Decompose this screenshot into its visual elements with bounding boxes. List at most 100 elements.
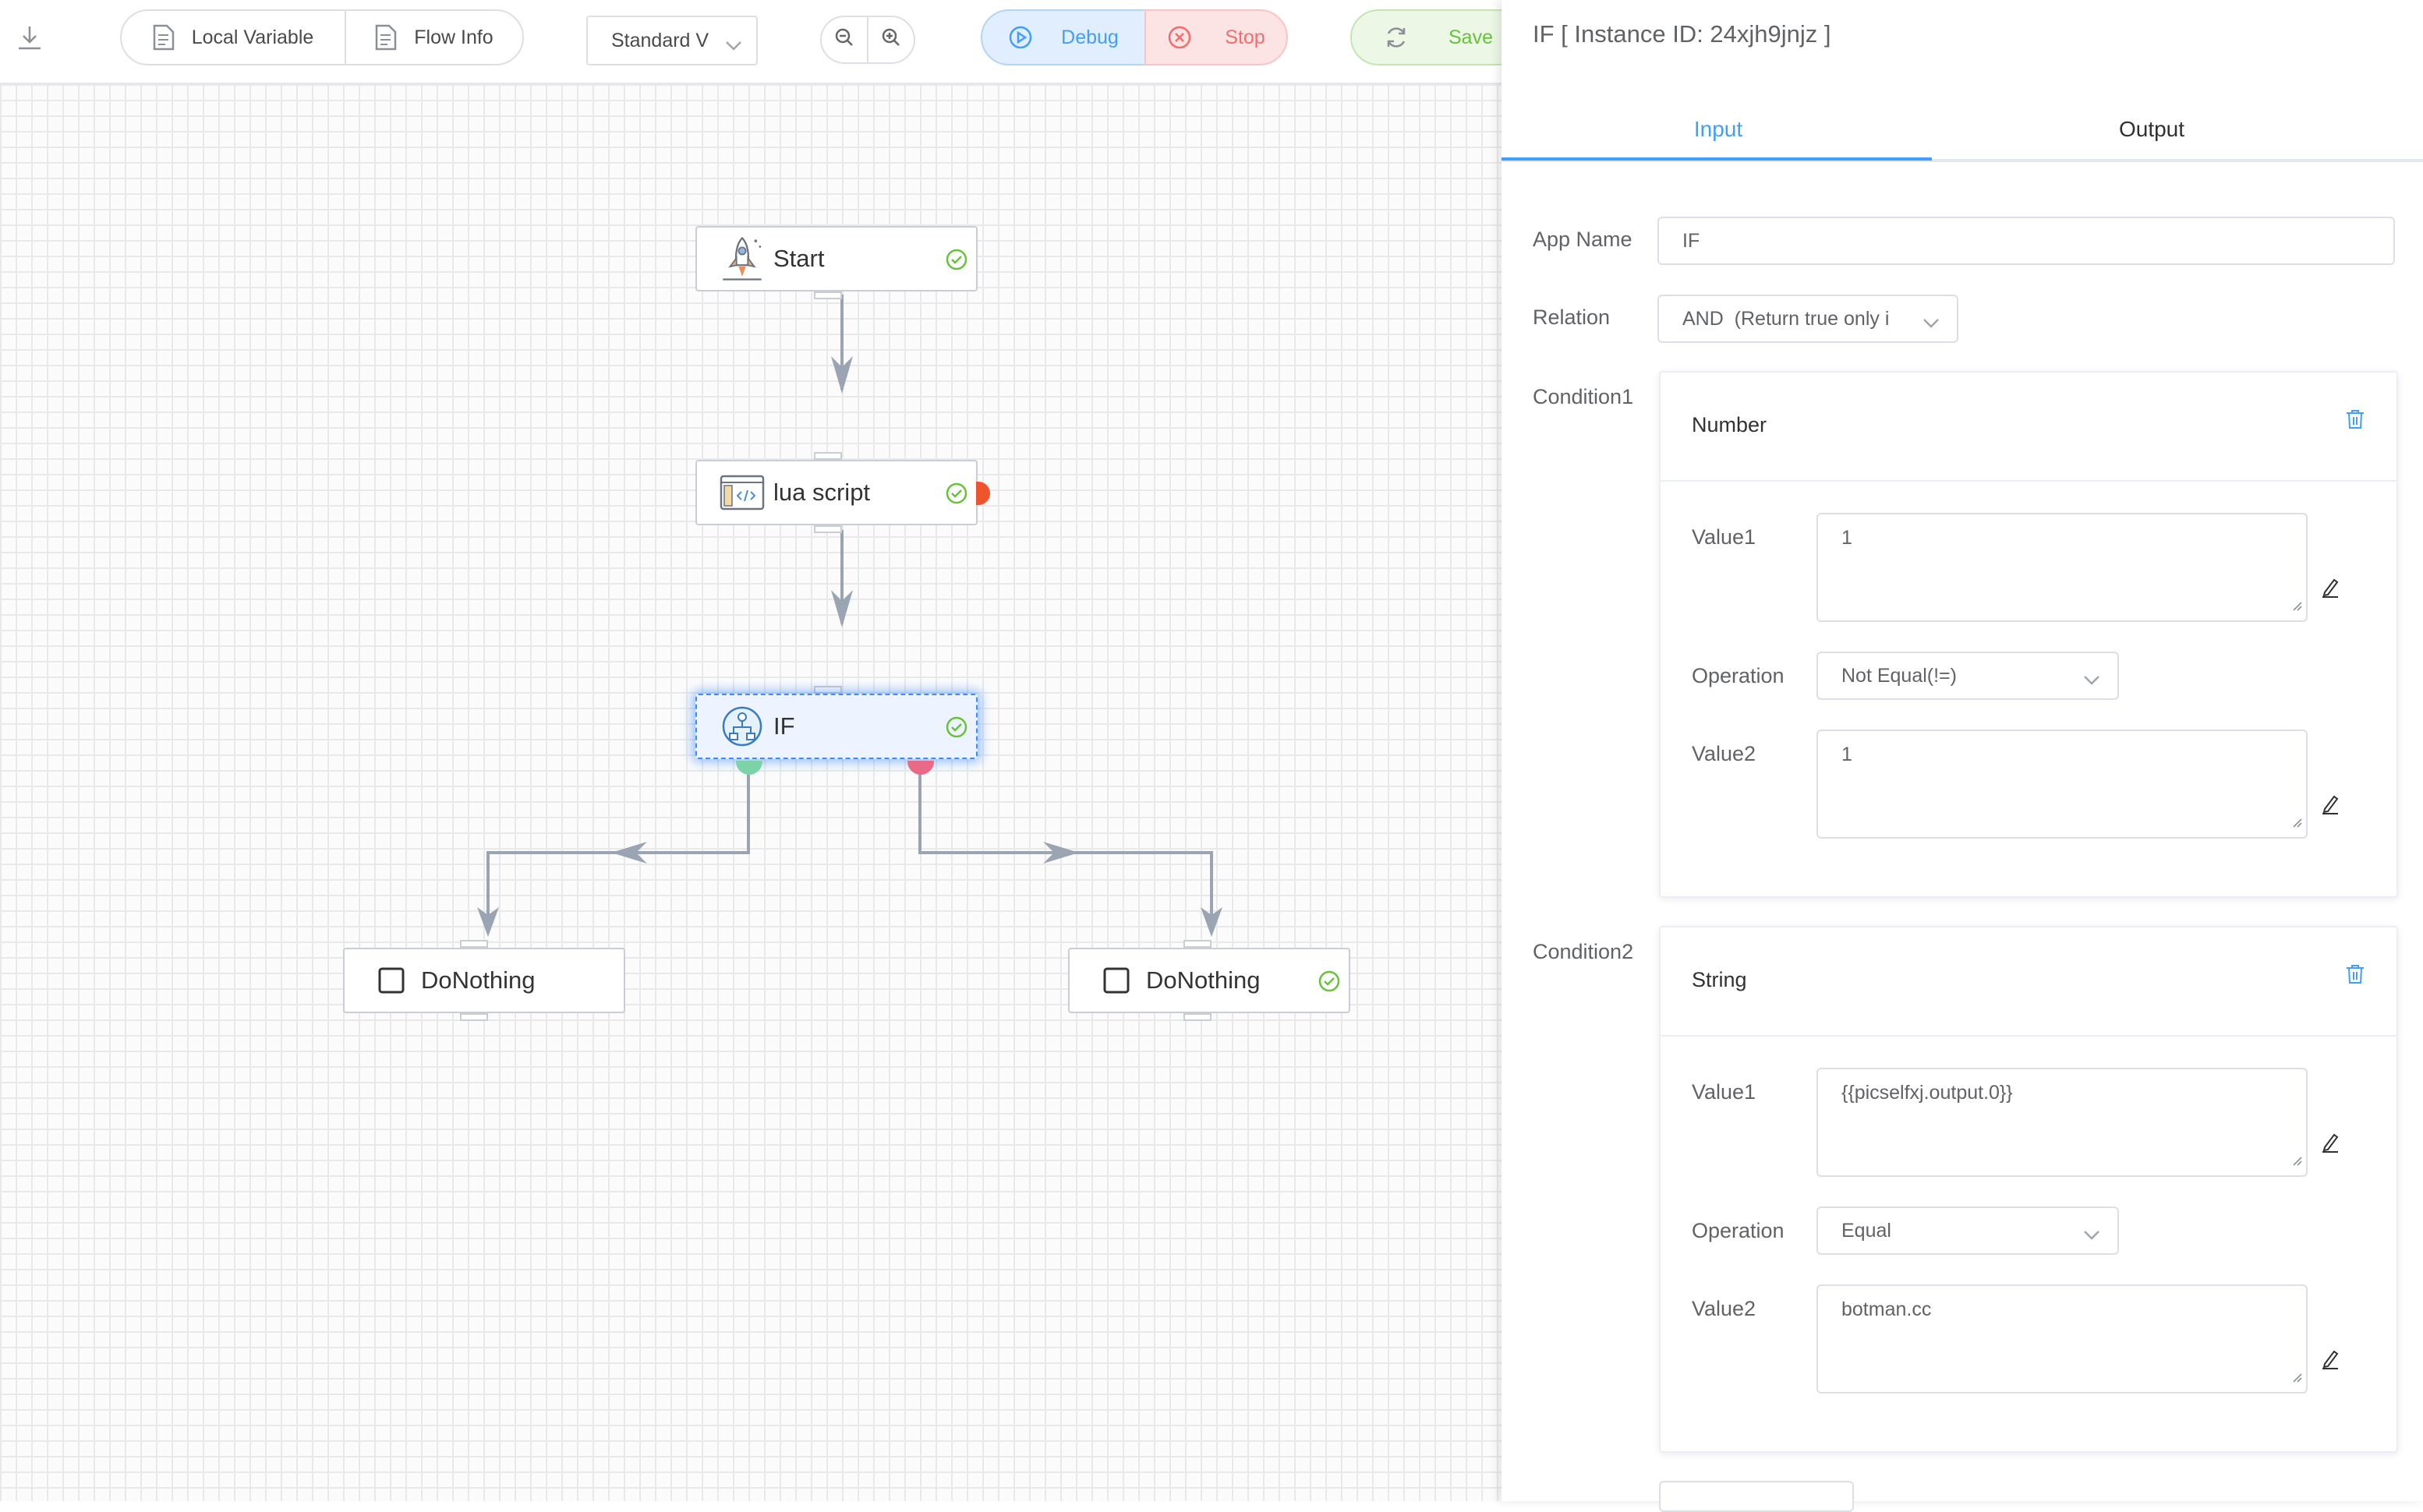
resize-grip-icon[interactable] — [2290, 1150, 2303, 1172]
local-variable-button[interactable]: Local Variable — [120, 9, 346, 65]
debug-button[interactable]: Debug — [981, 9, 1146, 65]
condition2-card: String Value1 {{picselfxj.output.0}} Ope… — [1659, 926, 2398, 1453]
donothing-left-port-out[interactable] — [460, 1013, 488, 1021]
node-if[interactable]: IF — [695, 694, 978, 759]
condition1-value2-text: 1 — [1841, 744, 1852, 765]
flow-canvas[interactable] — [0, 84, 1502, 1501]
condition1-label: Condition1 — [1533, 385, 1634, 408]
condition1-value2-input[interactable]: 1 — [1816, 730, 2308, 839]
node-donothing-right-label: DoNothing — [1146, 966, 1261, 994]
relation-label: Relation — [1533, 306, 1611, 329]
tab-active-indicator — [1502, 157, 1932, 161]
lua-port-out[interactable] — [814, 525, 842, 533]
donothing-right-port-out[interactable] — [1183, 1013, 1212, 1021]
tab-output[interactable]: Output — [2118, 117, 2185, 141]
square-icon — [376, 966, 407, 994]
condition1-value1-input[interactable]: 1 — [1816, 513, 2308, 622]
if-port-in[interactable] — [814, 686, 842, 694]
app-name-input[interactable]: IF — [1657, 217, 2395, 265]
edit-icon[interactable] — [2320, 1348, 2340, 1374]
tab-bar-line — [1502, 159, 2423, 162]
check-circle-icon — [945, 482, 968, 511]
condition2-value1-label: Value1 — [1692, 1080, 1756, 1104]
condition2-value2-label: Value2 — [1692, 1297, 1756, 1320]
chevron-down-icon — [2083, 669, 2100, 691]
condition1-operation-value: Not Equal(!=) — [1841, 664, 1957, 687]
app-name-label: App Name — [1533, 228, 1632, 251]
edit-icon[interactable] — [2320, 793, 2340, 819]
zoom-in-icon — [880, 26, 902, 54]
local-variable-label: Local Variable — [191, 26, 314, 48]
chevron-down-icon — [725, 34, 742, 57]
flow-info-label: Flow Info — [414, 26, 493, 48]
zoom-out-icon — [833, 26, 855, 54]
condition2-header: String — [1661, 927, 2396, 1037]
refresh-icon — [1383, 24, 1410, 51]
view-mode-select[interactable]: Standard V — [586, 16, 758, 65]
properties-panel: IF [ Instance ID: 24xjh9jnjz ] Input Out… — [1502, 0, 2423, 1512]
condition2-operation-label: Operation — [1692, 1219, 1785, 1242]
add-condition-button[interactable] — [1659, 1481, 1854, 1512]
condition1-value2-label: Value2 — [1692, 742, 1756, 765]
tab-input[interactable]: Input — [1693, 117, 1743, 141]
trash-icon[interactable] — [2345, 963, 2365, 989]
document-icon — [375, 24, 397, 51]
donothing-left-port-in[interactable] — [460, 940, 488, 948]
toolbar: Local Variable Flow Info Standard V Debu… — [0, 0, 1514, 84]
rocket-icon — [717, 231, 767, 286]
save-button[interactable]: Save — [1350, 9, 1514, 65]
error-port-dot[interactable] — [976, 482, 990, 505]
condition2-value2-text: botman.cc — [1841, 1298, 1932, 1320]
branch-icon — [717, 705, 767, 747]
condition1-operation-select[interactable]: Not Equal(!=) — [1816, 652, 2119, 700]
condition2-label: Condition2 — [1533, 940, 1634, 963]
flow-connectors — [477, 295, 1222, 937]
chevron-down-icon — [1922, 312, 1940, 334]
start-port-out[interactable] — [814, 291, 842, 299]
edit-icon[interactable] — [2320, 1132, 2340, 1157]
debug-label: Debug — [1061, 26, 1119, 48]
chevron-down-icon — [2083, 1224, 2100, 1246]
check-circle-icon — [945, 248, 968, 277]
check-circle-icon — [945, 715, 968, 745]
node-donothing-left[interactable]: DoNothing — [343, 948, 625, 1013]
lua-port-in[interactable] — [814, 452, 842, 460]
relation-value: AND (Return true only i — [1682, 307, 1890, 330]
relation-select[interactable]: AND (Return true only i — [1657, 295, 1958, 343]
play-circle-icon — [1008, 25, 1033, 50]
condition1-type: Number — [1692, 413, 1767, 436]
condition2-value1-input[interactable]: {{picselfxj.output.0}} — [1816, 1068, 2308, 1177]
view-mode-value: Standard V — [611, 29, 709, 51]
node-if-label: IF — [773, 712, 795, 740]
condition2-value2-input[interactable]: botman.cc — [1816, 1284, 2308, 1394]
trash-icon[interactable] — [2345, 408, 2365, 434]
node-donothing-right[interactable]: DoNothing — [1068, 948, 1350, 1013]
node-start-label: Start — [773, 245, 825, 272]
node-lua-label: lua script — [773, 479, 871, 506]
panel-title: IF [ Instance ID: 24xjh9jnjz ] — [1533, 20, 1831, 48]
flow-info-button[interactable]: Flow Info — [345, 9, 524, 65]
condition2-operation-select[interactable]: Equal — [1816, 1206, 2119, 1255]
resize-grip-icon[interactable] — [2290, 1366, 2303, 1389]
condition2-type: String — [1692, 968, 1747, 991]
resize-grip-icon[interactable] — [2290, 811, 2303, 834]
close-circle-icon — [1167, 25, 1192, 50]
download-icon[interactable] — [16, 23, 44, 55]
node-start[interactable]: Start — [695, 226, 978, 291]
if-false-port[interactable] — [907, 761, 934, 775]
code-window-icon — [717, 475, 767, 510]
edit-icon[interactable] — [2320, 577, 2340, 602]
condition1-value1-label: Value1 — [1692, 525, 1756, 549]
donothing-right-port-in[interactable] — [1183, 940, 1212, 948]
condition1-value1-text: 1 — [1841, 527, 1852, 549]
condition2-value1-text: {{picselfxj.output.0}} — [1841, 1082, 2013, 1104]
if-true-port[interactable] — [736, 761, 762, 775]
stop-button[interactable]: Stop — [1144, 9, 1288, 65]
check-circle-icon — [1318, 970, 1341, 999]
zoom-out-button[interactable] — [820, 16, 868, 64]
node-lua-script[interactable]: lua script — [695, 460, 978, 525]
resize-grip-icon[interactable] — [2290, 595, 2303, 617]
condition1-operation-label: Operation — [1692, 664, 1785, 687]
condition2-operation-value: Equal — [1841, 1219, 1891, 1242]
zoom-in-button[interactable] — [867, 16, 915, 64]
